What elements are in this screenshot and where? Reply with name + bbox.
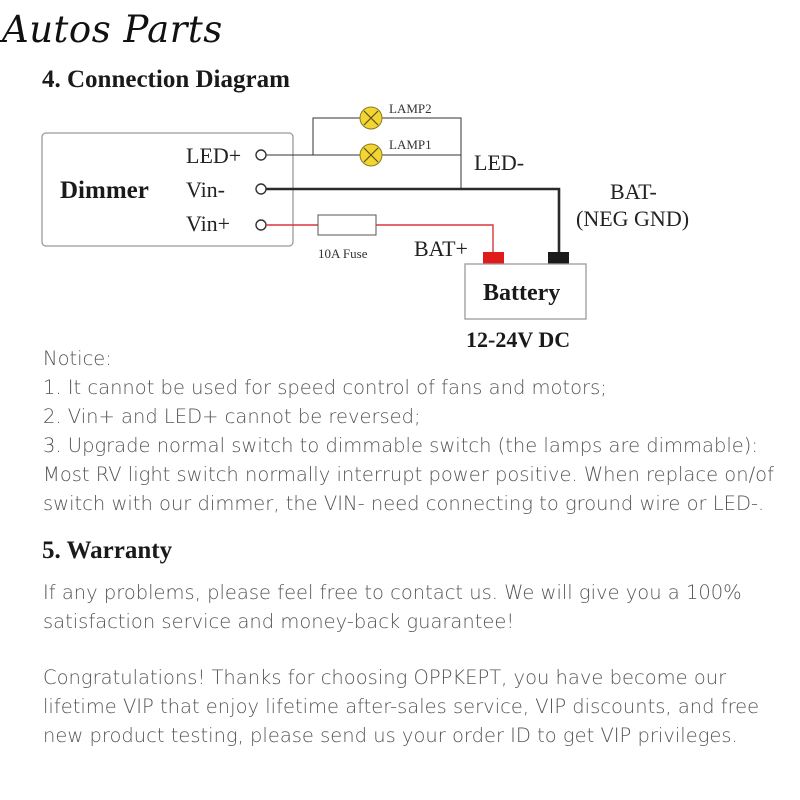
warranty-p1-line-1: If any problems, please feel free to con… [43, 581, 742, 604]
battery-negative-terminal [548, 252, 569, 264]
led-plus-terminal [255, 149, 267, 161]
battery-positive-terminal [483, 252, 504, 264]
warranty-p2-line-2: lifetime VIP that enjoy lifetime after-s… [43, 695, 760, 718]
section-4-title: 4. Connection Diagram [42, 66, 290, 93]
warranty-p1-line-2: satisfaction service and money-back guar… [43, 610, 515, 633]
connection-diagram: Dimmer LED+ Vin- Vin+ LAMP2 LAMP1 LED- 1… [41, 101, 689, 352]
notice-line-4: Most RV light switch normally interrupt … [43, 463, 774, 486]
lamp1-label: LAMP1 [389, 137, 432, 152]
section-5-title: 5. Warranty [42, 537, 173, 564]
battery-box [464, 263, 587, 320]
lamp2-feed-wire [312, 117, 360, 155]
notice-line-3: 3. Upgrade normal switch to dimmable swi… [43, 434, 758, 457]
battery-label: Battery [483, 280, 560, 306]
ground-wire [266, 187, 561, 252]
voltage-label: 12-24V DC [466, 327, 570, 352]
pin-vin-plus-label: Vin+ [186, 211, 230, 236]
fuse-label: 10A Fuse [318, 246, 368, 261]
dimmer-label: Dimmer [60, 177, 149, 204]
warranty-p2-line-1: Congratulations! Thanks for choosing OPP… [43, 666, 727, 689]
brand-watermark: Autos Parts [2, 8, 223, 51]
vin-minus-terminal [255, 183, 267, 195]
neg-gnd-label: (NEG GND) [576, 206, 689, 231]
notice-line-2: 2. Vin+ and LED+ cannot be reversed; [43, 405, 421, 428]
warranty-paragraph-2: Congratulations! Thanks for choosing OPP… [43, 663, 759, 750]
notice-block: Notice: 1. It cannot be used for speed c… [43, 344, 774, 518]
pin-led-plus-label: LED+ [186, 143, 241, 168]
bat-plus-label: BAT+ [414, 236, 468, 261]
notice-heading: Notice: [43, 347, 112, 370]
lamp2-icon [359, 106, 383, 130]
lamp2-return-wire [382, 117, 462, 189]
positive-wire-b [376, 224, 494, 252]
lamp2-label: LAMP2 [389, 101, 432, 116]
notice-line-5: switch with our dimmer, the VIN- need co… [43, 492, 765, 515]
pin-vin-minus-label: Vin- [186, 177, 225, 202]
bat-minus-label: BAT- [610, 179, 657, 204]
warranty-p2-line-3: new product testing, please send us your… [43, 724, 738, 747]
warranty-paragraph-1: If any problems, please feel free to con… [43, 578, 742, 636]
fuse-icon [317, 214, 377, 236]
notice-line-1: 1. It cannot be used for speed control o… [43, 376, 607, 399]
led-minus-label: LED- [474, 150, 524, 175]
lamp1-icon [359, 143, 383, 167]
vin-plus-terminal [255, 219, 267, 231]
